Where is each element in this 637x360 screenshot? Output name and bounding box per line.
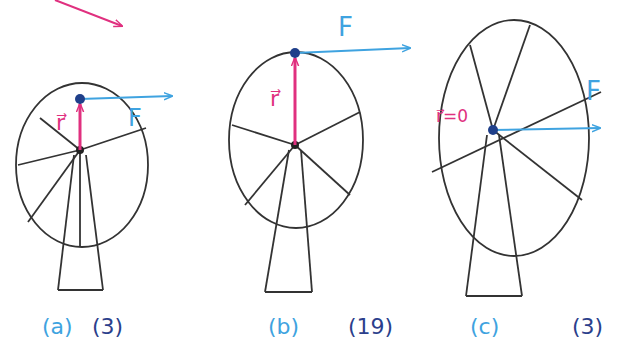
- panel-label: (b): [268, 316, 299, 338]
- force-label: F: [586, 78, 601, 104]
- hub: [488, 125, 498, 135]
- vector-label: r⃗: [270, 88, 279, 110]
- wheel-c: [432, 20, 601, 296]
- wheel-a: [16, 83, 148, 290]
- force-arrow: [493, 128, 600, 130]
- force-point: [75, 94, 85, 104]
- position-vector: [79, 104, 82, 150]
- force-label: F: [338, 14, 353, 40]
- vector-label: r⃗: [56, 112, 65, 134]
- position-vector: [294, 58, 297, 145]
- panel-label: (c): [470, 316, 499, 338]
- callout-number: (19): [348, 316, 393, 338]
- force-label: F: [128, 106, 142, 130]
- force-arrow: [80, 96, 172, 99]
- vector-label: r⃗=0: [436, 108, 468, 125]
- corner-arrow: [55, 0, 122, 26]
- panel-label: (a): [42, 316, 73, 338]
- callout-number: (3): [572, 316, 603, 338]
- force-arrow: [295, 48, 410, 53]
- callout-number: (3): [92, 316, 123, 338]
- wheel-b: [229, 52, 363, 292]
- force-point: [290, 48, 300, 58]
